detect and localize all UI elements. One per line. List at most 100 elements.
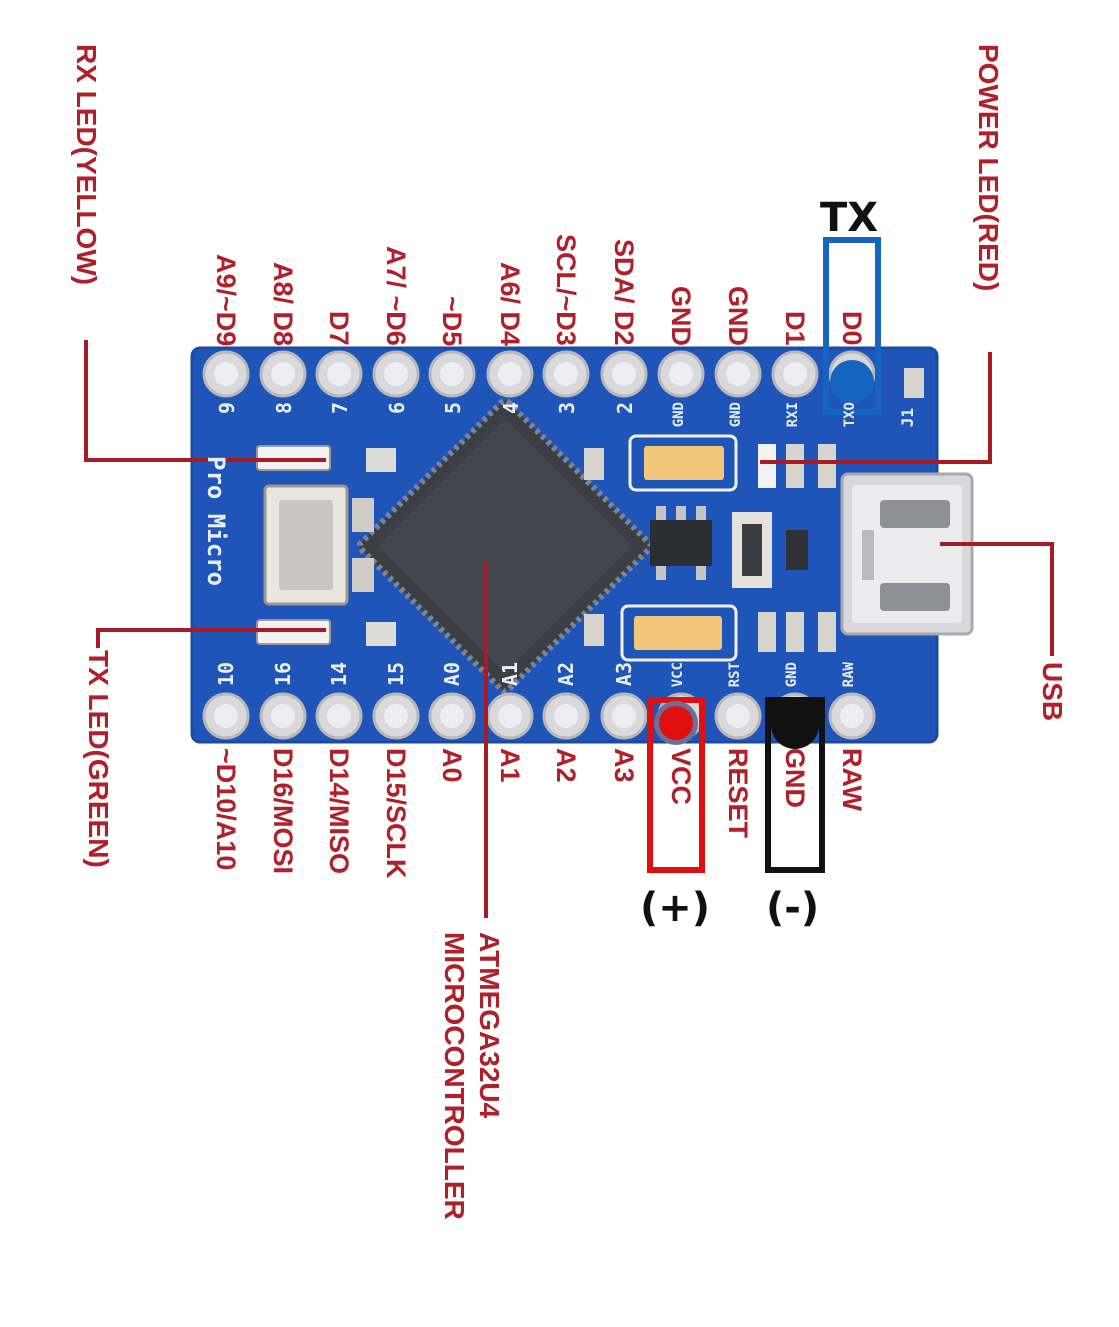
mcu-chip [356,397,654,695]
bottom-pin-label: A0 [437,748,467,783]
top-pin-pad-hole [327,362,351,386]
mcu-callout-type: MICROCONTROLLER [439,932,470,1220]
bottom-pin-label: A2 [551,748,581,783]
top-silk-label: 2 [613,402,637,415]
minus-annotation: (-) [766,885,820,931]
bottom-pin-row [202,692,876,740]
top-silk-label: 4 [499,402,523,415]
bottom-pin-label: D16/MOSI [268,748,298,875]
tx-led-leader [96,628,326,648]
bottom-silk-label: 10 [214,662,238,687]
crystal [263,484,349,606]
top-pin-pad-hole [554,362,578,386]
top-pin-pad-hole [783,362,807,386]
bottom-pin-pad-hole [840,704,864,728]
top-pin-label: D0 [837,311,867,346]
bottom-pin-pad-hole [498,704,522,728]
capacitor-bottom [620,604,738,662]
top-pin-label: GND [666,286,696,346]
bottom-pin-pad-hole [440,704,464,728]
bottom-pin-pad-hole [384,704,408,728]
top-pin-pad-hole [669,362,693,386]
voltage-regulator [650,520,712,566]
top-silk-label: TXO [842,402,858,428]
top-pin-label: A7/ ~D6 [381,246,411,346]
bottom-pin-label: D15/SCLK [381,748,411,879]
bottom-silk-label: 16 [271,662,295,687]
top-pin-pad-hole [726,362,750,386]
top-pin-pad-hole [384,362,408,386]
bottom-pin-label: A3 [609,748,639,783]
bottom-silk-label: A3 [612,662,636,687]
top-pin-label: D1 [780,311,810,346]
top-pin-label: ~D5 [437,295,467,346]
bottom-pin-pad-hole [271,704,295,728]
top-silk-label: RXI [785,402,801,428]
tx-highlight-box [823,237,881,415]
bottom-pin-label: VCC [666,748,696,806]
top-pin-label: SDA/ D2 [609,239,639,346]
bottom-silk-label: GND [784,662,800,688]
top-pin-pad-hole [440,362,464,386]
power-led [758,444,776,488]
top-silk-label: 7 [328,402,352,415]
top-silk-label: 3 [555,402,579,415]
top-pin-label: A8/ D8 [268,261,298,346]
top-silk-label: 6 [385,402,409,415]
top-pin-pad-hole [612,362,636,386]
bottom-pin-label: RAW [837,748,867,811]
top-pin-label: D7 [324,311,354,346]
vcc-marker-dot [659,706,693,740]
top-pin-label: GND [723,286,753,346]
gnd-marker-dot [771,703,819,749]
top-silk-label: 9 [215,402,239,415]
usb-callout: USB [1037,662,1068,722]
top-pin-label: A9/~D9 [211,253,241,346]
bottom-pin-pad-hole [214,704,238,728]
bottom-silk-label: A1 [498,662,522,687]
bottom-pin-label: RESET [723,748,753,839]
plus-annotation: (+) [640,885,711,931]
top-pin-pad-hole [271,362,295,386]
bottom-pin-label: ~D10/A10 [211,748,241,871]
bottom-pin-label: D14/MISO [324,748,354,875]
top-silk-label: GND [671,402,687,428]
bottom-silk-label: 15 [384,662,408,687]
usb-connector [840,472,974,636]
rx-led-leader [84,340,326,462]
capacitor-top [628,434,738,492]
bottom-pin-pad-hole [612,704,636,728]
bottom-silk-label: VCC [670,662,686,688]
bottom-pin-pad-hole [554,704,578,728]
power-led-callout: POWER LED(RED) [973,44,1004,292]
jumper-silkscreen: J1 [898,408,917,428]
top-pin-label: A6/ D4 [495,261,525,346]
mcu-callout-part: ATMEGA32U4 [474,932,505,1119]
bottom-pin-pad-hole [726,704,750,728]
top-silk-label: 8 [272,402,296,415]
bottom-silk-label: A0 [440,662,464,687]
top-silk-label: 5 [441,402,465,415]
tx-led-callout: TX LED(GREEN) [83,650,114,868]
bottom-silk-label: RST [727,662,743,688]
bottom-pin-pad-hole [327,704,351,728]
bottom-pin-label: A1 [495,748,525,783]
bottom-silk-label: A2 [554,662,578,687]
top-silk-label: GND [728,402,744,428]
vcc-highlight-box [647,697,705,873]
bottom-silk-label: 14 [327,662,351,687]
gnd-highlight-box [765,697,825,873]
tx-marker-dot [830,360,874,404]
power-led-leader [760,352,992,464]
top-pin-label: SCL/~D3 [551,234,581,346]
top-pin-pad-hole [214,362,238,386]
rx-led-callout: RX LED(YELLOW) [71,44,102,286]
board-name-silkscreen: Pro Micro [202,456,230,587]
usb-leader [940,542,1054,656]
bottom-pin-label: GND [780,748,810,808]
tx-annotation: TX [820,195,879,241]
top-pin-pad-hole [498,362,522,386]
bottom-silk-label: RAW [841,662,857,688]
